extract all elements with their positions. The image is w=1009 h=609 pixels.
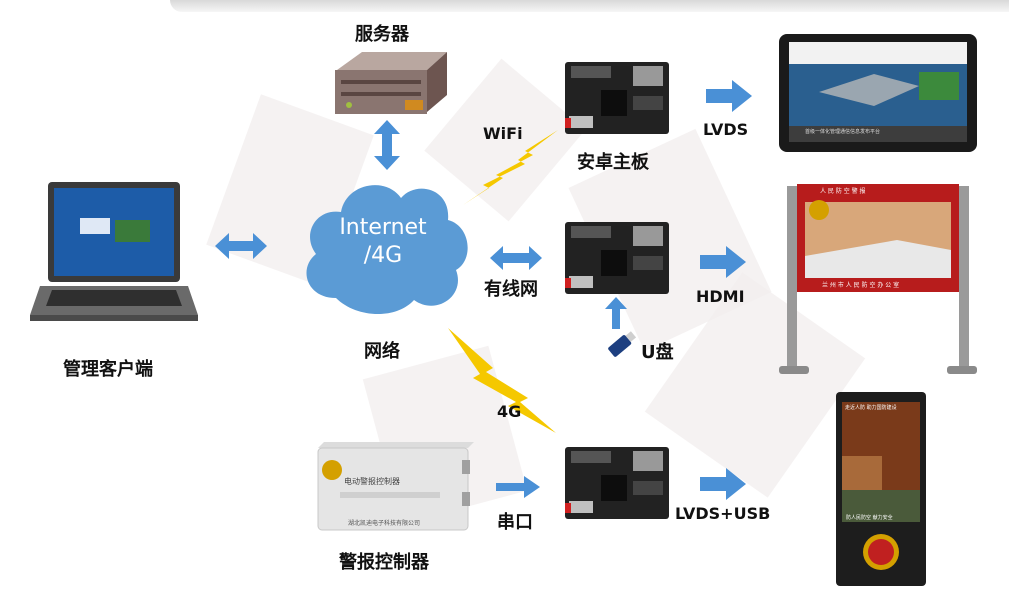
kiosk-caption: 防人民防空 献力安全 [846,515,893,521]
lvds-usb-label: LVDS+USB [675,504,771,523]
server-label: 服务器 [355,24,409,45]
network-label: 网络 [364,341,400,362]
alarm-controller-label: 警报控制器 [339,552,429,573]
billboard-display [777,180,979,376]
client-cloud-arrow [215,232,267,260]
lvds-arrow [706,80,752,112]
lvds-label: LVDS [703,120,749,139]
internet-cloud-icon [296,168,474,320]
4g-lightning-icon [448,328,558,433]
lvds-usb-arrow [700,468,746,500]
android-board-bottom [563,443,671,523]
alarm-controller-box [312,440,474,532]
usb-drive-icon [604,328,640,360]
usb-arrow [605,297,627,329]
wired-label: 有线网 [484,279,538,300]
android-board-top [563,58,671,138]
alarm-box-footer: 湖北凯迪电子科技有限公司 [348,520,421,527]
server-icon [327,50,452,118]
tablet-display [779,34,977,152]
laptop-icon [30,180,200,330]
billboard-header: 人 民 防 空 警 报 [820,188,866,195]
wired-arrow [490,245,542,271]
server-cloud-arrow [372,120,402,170]
wifi-lightning-icon [463,130,563,205]
wifi-label: WiFi [483,124,523,143]
top-bar [170,0,1009,12]
kiosk-header: 走近人防 助力国防建设 [845,405,897,411]
serial-arrow [496,476,540,498]
cloud-label-line2: /4G [363,243,403,268]
4g-label: 4G [497,402,522,421]
usb-label: U盘 [641,342,674,363]
hdmi-label: HDMI [696,287,745,306]
kiosk-display [836,392,926,586]
billboard-footer: 兰 州 市 人 民 防 空 办 公 室 [822,282,900,289]
android-board-label: 安卓主板 [577,152,649,173]
tablet-caption: 首级一体化管理通信信息发布平台 [805,129,881,135]
client-label: 管理客户端 [63,359,153,380]
cloud-label: Internet /4G [318,214,448,270]
alarm-box-title: 电动警报控制器 [344,477,400,486]
hdmi-arrow [700,246,746,278]
cloud-label-line1: Internet [339,215,427,240]
serial-label: 串口 [497,512,533,533]
android-board-middle [563,218,671,298]
